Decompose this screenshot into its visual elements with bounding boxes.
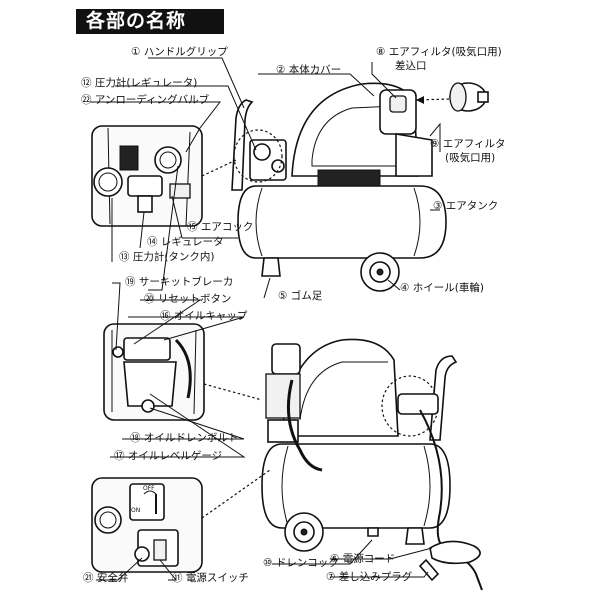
label-main-cover: ② 本体カバー bbox=[276, 63, 341, 76]
label-air-cock: ⑮ エアコック bbox=[187, 221, 253, 233]
page-title: 各部の名称 bbox=[76, 9, 224, 34]
top-compressor-illustration bbox=[231, 82, 489, 292]
part-labels: ① ハンドルグリップ ⑫ 圧力計(レギュレータ) ㉒ アンローディングバルブ ②… bbox=[81, 45, 506, 584]
label-oil-cap: ⑯ オイルキャップ bbox=[160, 310, 248, 322]
power-plug bbox=[418, 558, 440, 582]
label-power-plug: ⑦ 差し込みプラグ bbox=[326, 570, 413, 583]
label-power-switch: ⑪ 電源スイッチ bbox=[172, 571, 249, 584]
label-air-filter-sub: (吸気口用) bbox=[445, 151, 495, 164]
leader-lines bbox=[90, 57, 441, 581]
label-regulator: ⑭ レギュレータ bbox=[147, 236, 224, 248]
switch-off-mark: OFF bbox=[143, 485, 155, 492]
label-air-filter-port: ⑧ エアフィルタ(吸気口用) bbox=[376, 45, 502, 58]
label-rubber-foot: ⑤ ゴム足 bbox=[278, 289, 323, 302]
label-circuit-breaker: ⑲ サーキットブレーカ bbox=[125, 275, 233, 288]
air-tank-rear bbox=[261, 443, 451, 529]
label-air-tank: ③ エアタンク bbox=[433, 200, 498, 212]
label-power-cord: ⑥ 電源コード bbox=[330, 552, 395, 565]
label-wheel: ④ ホイール(車輪) bbox=[400, 281, 484, 294]
label-oil-level-gauge: ⑰ オイルレベルゲージ bbox=[114, 450, 222, 462]
switch-inset bbox=[91, 469, 271, 573]
drain-cock bbox=[367, 527, 379, 537]
handle-grip bbox=[231, 99, 254, 191]
label-drain-cock: ⑩ ドレンコック bbox=[263, 557, 339, 569]
rubber-foot bbox=[261, 257, 281, 277]
label-air-filter: ⑨ エアフィルタ bbox=[430, 138, 506, 150]
label-unloading-valve: ㉒ アンローディングバルブ bbox=[81, 93, 210, 106]
label-pressure-gauge-tank: ⑬ 圧力計(タンク内) bbox=[119, 250, 215, 263]
gauge-inset bbox=[91, 125, 237, 227]
rear-compressor-illustration bbox=[261, 338, 483, 591]
air-tank bbox=[237, 185, 447, 259]
switch-on-mark: ON bbox=[131, 507, 140, 514]
label-safety-valve: ㉑ 安全弁 bbox=[83, 571, 128, 584]
oil-inset bbox=[103, 323, 263, 421]
label-oil-drain-bolt: ⑱ オイルドレンボルト bbox=[130, 432, 238, 444]
air-filter-detached bbox=[449, 82, 489, 112]
label-reset-button: ⑳ リセットボタン bbox=[144, 293, 231, 305]
label-air-filter-port-sub: 差込口 bbox=[395, 59, 427, 72]
label-handle-grip: ① ハンドルグリップ bbox=[131, 45, 228, 58]
label-pressure-gauge-regulator: ⑫ 圧力計(レギュレータ) bbox=[81, 76, 197, 89]
